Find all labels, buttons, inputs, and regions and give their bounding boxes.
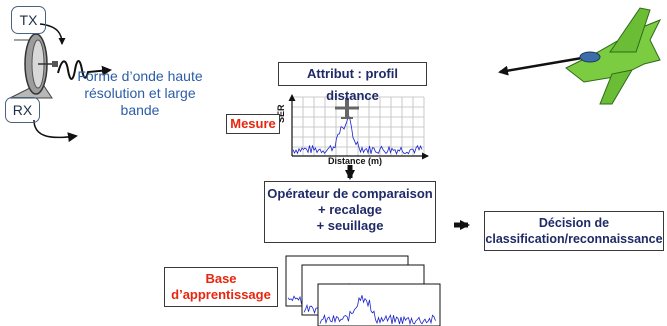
decision-line-1: Décision de — [538, 216, 610, 230]
tx-label: TX — [11, 6, 46, 34]
rx-label: RX — [5, 97, 40, 123]
operator-box: Opérateur de comparaison + recalage + se… — [264, 181, 436, 243]
radar-antenna-icon — [9, 33, 58, 99]
range-profile-plot — [288, 94, 429, 160]
operator-line-1: Opérateur de comparaison — [267, 186, 433, 201]
database-line-2: d’apprentissage — [171, 287, 271, 302]
training-profiles — [285, 255, 441, 326]
waveform-caption: Forme d’onde haute résolution et large b… — [77, 68, 203, 118]
tx-arrow — [39, 23, 66, 45]
operator-line-2: + recalage — [318, 202, 382, 217]
measure-label: Mesure — [226, 114, 280, 134]
waveform-icon — [57, 60, 112, 80]
decision-line-2: classification/reconnaissance — [485, 232, 663, 246]
attribute-title: Attribut : profil distance — [278, 62, 427, 103]
operator-line-3: + seuillage — [316, 218, 384, 233]
rx-arrow — [33, 119, 78, 143]
aircraft-silhouette-icon — [335, 98, 359, 119]
database-box: Base d’apprentissage — [164, 267, 278, 307]
database-line-1: Base — [205, 271, 237, 286]
decision-box: Décision de classification/reconnaissanc… — [484, 211, 664, 251]
signal-trace — [292, 113, 423, 156]
plot-xlabel: Distance (m) — [328, 156, 383, 166]
fighter-jet-icon — [498, 7, 662, 105]
